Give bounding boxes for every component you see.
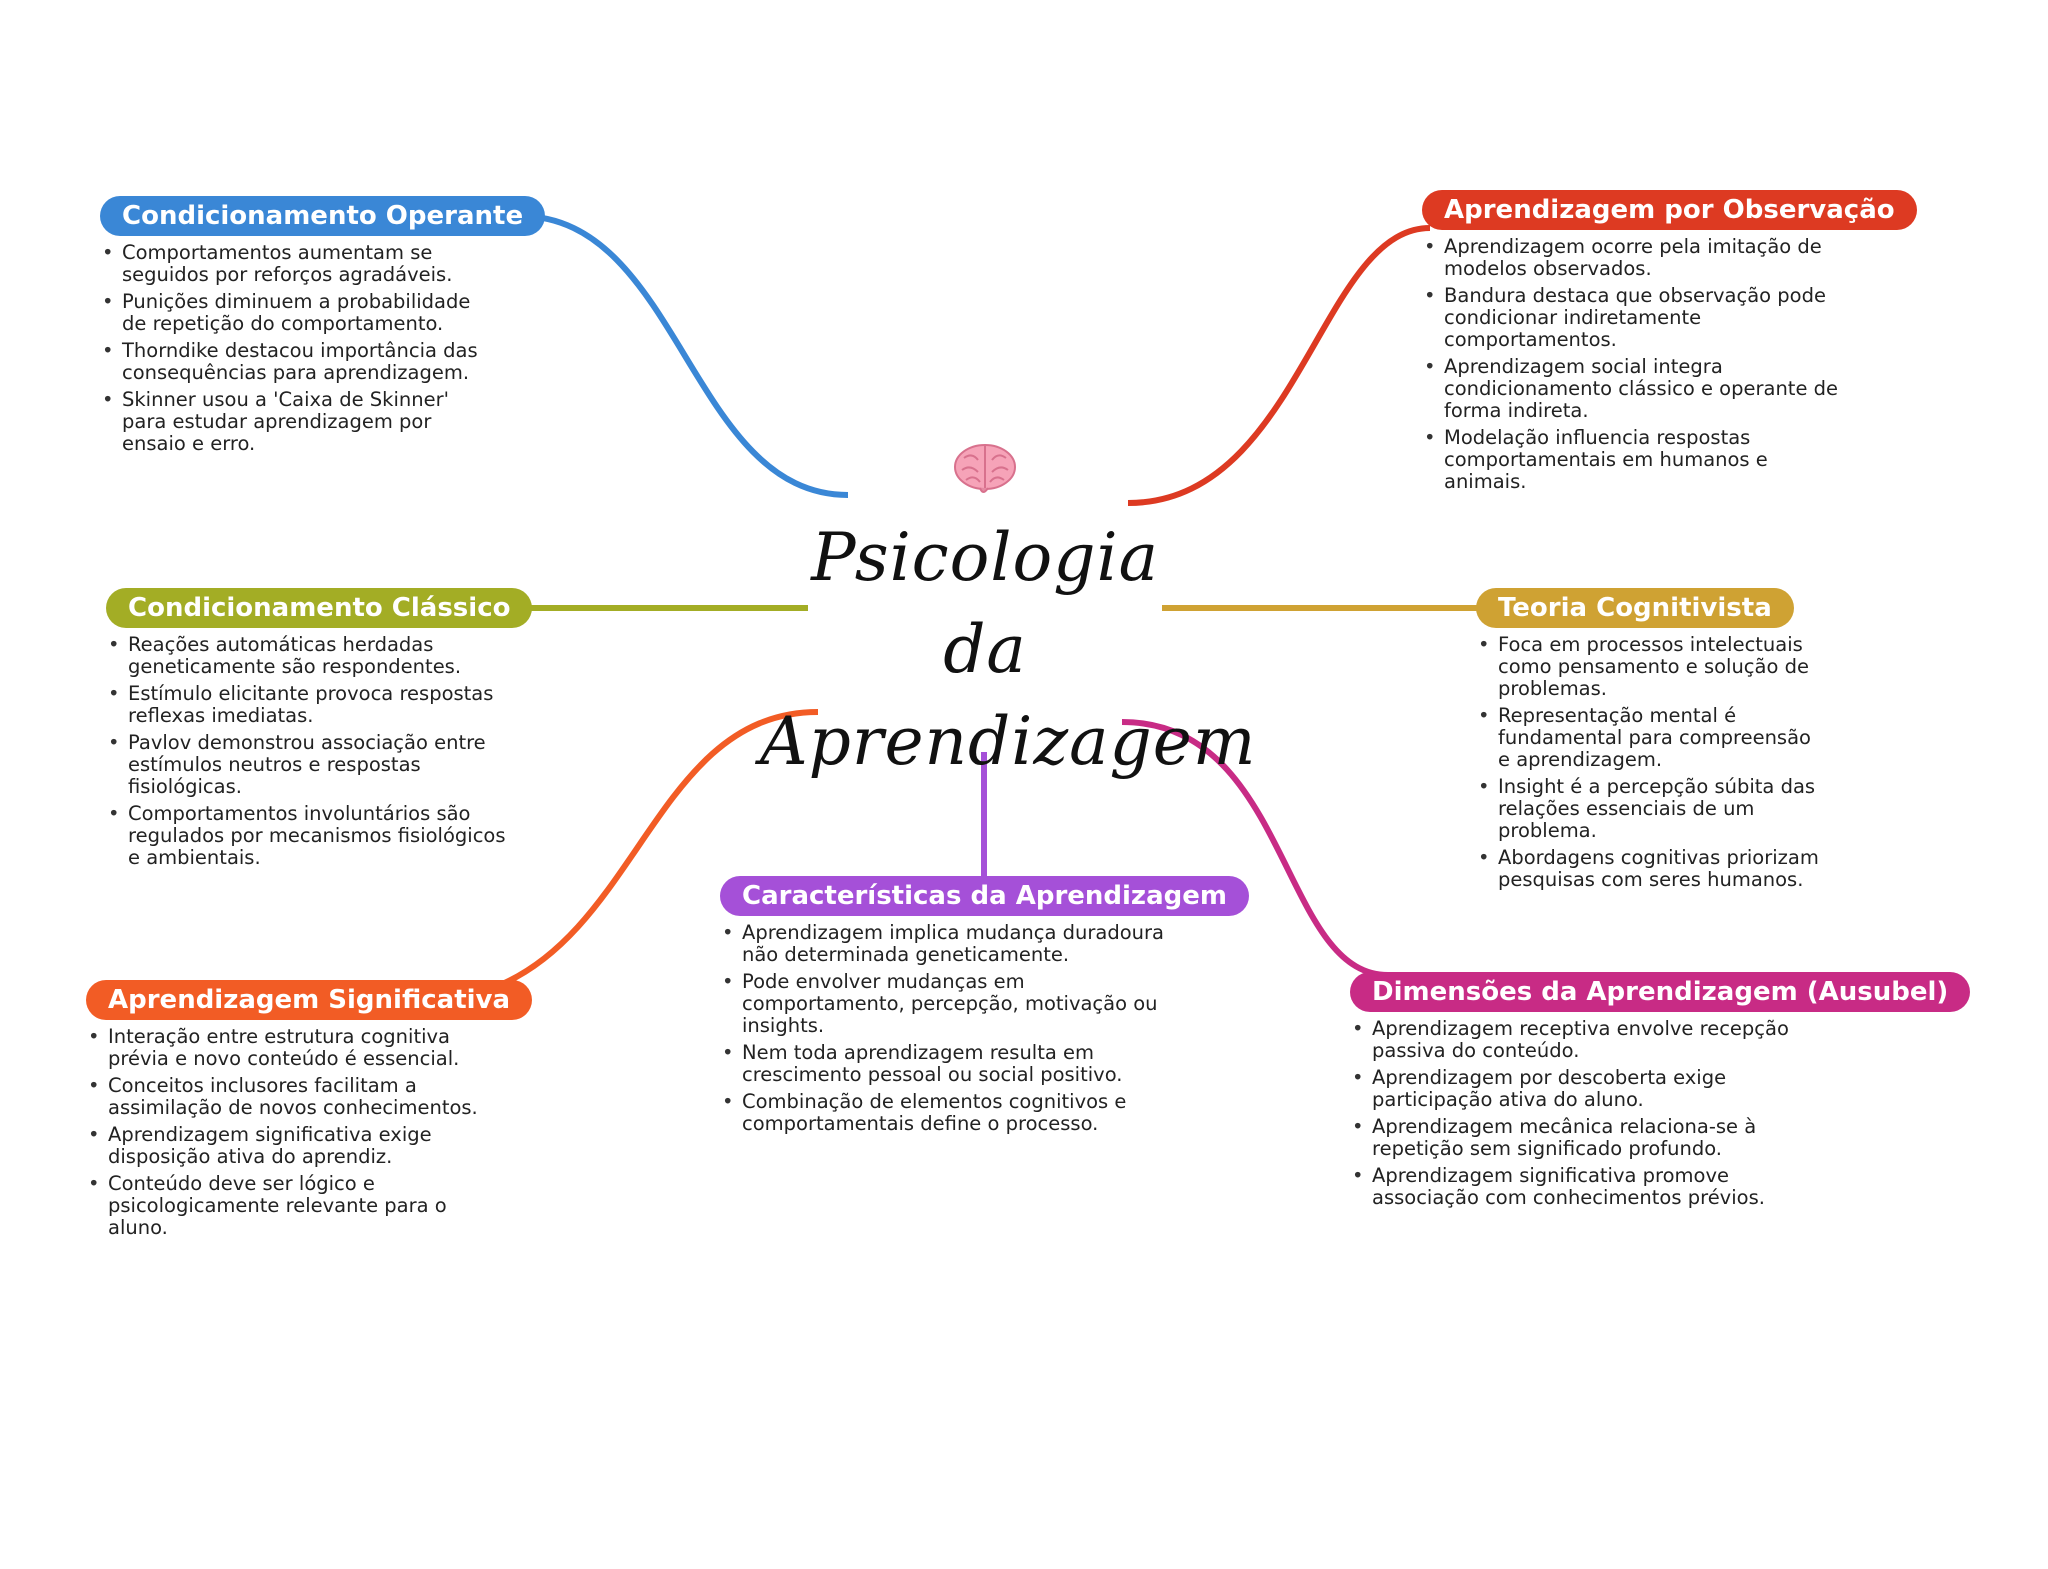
connector-aprendizagem-significativa	[498, 709, 819, 988]
brain-icon	[954, 444, 1016, 493]
list-item: Aprendizagem ocorre pela imitação de mod…	[1422, 236, 1842, 280]
branch-title: Condicionamento Clássico	[106, 588, 533, 628]
branch-title: Aprendizagem Significativa	[86, 980, 533, 1020]
list-item: Nem toda aprendizagem resulta em crescim…	[720, 1042, 1180, 1086]
branch-title: Características da Aprendizagem	[720, 876, 1249, 916]
list-item: Abordagens cognitivas priorizam pesquisa…	[1476, 847, 1826, 891]
branch-teoria-cognitivista: Teoria Cognitivista Foca em processos in…	[1476, 588, 1836, 896]
connector-observacao	[1127, 225, 1431, 506]
central-title-line: da	[943, 611, 1027, 688]
central-topic: Psicologia da Aprendizagem	[760, 440, 1257, 788]
list-item: Thorndike destacou importância das conse…	[100, 340, 480, 384]
branch-bullet-list: Aprendizagem implica mudança duradoura n…	[720, 922, 1180, 1135]
list-item: Aprendizagem mecânica relaciona-se à rep…	[1350, 1116, 1810, 1160]
list-item: Aprendizagem significativa promove assoc…	[1350, 1165, 1810, 1209]
list-item: Skinner usou a 'Caixa de Skinner' para e…	[100, 389, 480, 455]
list-item: Aprendizagem significativa exige disposi…	[86, 1124, 486, 1168]
branch-title: Aprendizagem por Observação	[1422, 190, 1917, 230]
branch-bullet-list: Foca em processos intelectuais como pens…	[1476, 634, 1826, 891]
branch-dimensoes: Dimensões da Aprendizagem (Ausubel) Apre…	[1350, 972, 1971, 1214]
branch-bullet-list: Aprendizagem ocorre pela imitação de mod…	[1422, 236, 1842, 493]
list-item: Foca em processos intelectuais como pens…	[1476, 634, 1826, 700]
list-item: Comportamentos involuntários são regulad…	[106, 803, 506, 869]
branch-observacao: Aprendizagem por Observação Aprendizagem…	[1422, 190, 1917, 498]
list-item: Conceitos inclusores facilitam a assimil…	[86, 1075, 486, 1119]
branch-bullet-list: Interação entre estrutura cognitiva prév…	[86, 1026, 486, 1239]
list-item: Interação entre estrutura cognitiva prév…	[86, 1026, 486, 1070]
branch-title: Condicionamento Operante	[100, 196, 546, 236]
list-item: Insight é a percepção súbita das relaçõe…	[1476, 776, 1826, 842]
central-title-line: Aprendizagem	[760, 703, 1257, 780]
list-item: Punições diminuem a probabilidade de rep…	[100, 291, 480, 335]
branch-title: Dimensões da Aprendizagem (Ausubel)	[1350, 972, 1971, 1012]
branch-bullet-list: Comportamentos aumentam se seguidos por …	[100, 242, 480, 455]
list-item: Bandura destaca que observação pode cond…	[1422, 285, 1842, 351]
list-item: Estímulo elicitante provoca respostas re…	[106, 683, 506, 727]
list-item: Aprendizagem social integra condicioname…	[1422, 356, 1842, 422]
branch-condicionamento-classico: Condicionamento Clássico Reações automát…	[106, 588, 536, 874]
list-item: Representação mental é fundamental para …	[1476, 705, 1826, 771]
list-item: Aprendizagem implica mudança duradoura n…	[720, 922, 1180, 966]
branch-caracteristicas: Características da Aprendizagem Aprendiz…	[720, 876, 1260, 1140]
connector-dimensoes	[1121, 719, 1389, 978]
branch-bullet-list: Reações automáticas herdadas geneticamen…	[106, 634, 506, 869]
list-item: Pavlov demonstrou associação entre estím…	[106, 732, 506, 798]
list-item: Combinação de elementos cognitivos e com…	[720, 1091, 1180, 1135]
branch-aprendizagem-significativa: Aprendizagem Significativa Interação ent…	[86, 980, 536, 1244]
connector-condicionamento-operante	[519, 213, 849, 498]
list-item: Modelação influencia respostas comportam…	[1422, 427, 1842, 493]
list-item: Conteúdo deve ser lógico e psicologicame…	[86, 1173, 486, 1239]
branch-title: Teoria Cognitivista	[1476, 588, 1794, 628]
central-title-line: Psicologia	[811, 519, 1159, 596]
list-item: Reações automáticas herdadas geneticamen…	[106, 634, 506, 678]
branch-bullet-list: Aprendizagem receptiva envolve recepção …	[1350, 1018, 1810, 1209]
list-item: Comportamentos aumentam se seguidos por …	[100, 242, 480, 286]
list-item: Pode envolver mudanças em comportamento,…	[720, 971, 1180, 1037]
list-item: Aprendizagem por descoberta exige partic…	[1350, 1067, 1810, 1111]
branch-condicionamento-operante: Condicionamento Operante Comportamentos …	[100, 196, 546, 460]
list-item: Aprendizagem receptiva envolve recepção …	[1350, 1018, 1810, 1062]
central-title: Psicologia da Aprendizagem	[760, 512, 1257, 788]
